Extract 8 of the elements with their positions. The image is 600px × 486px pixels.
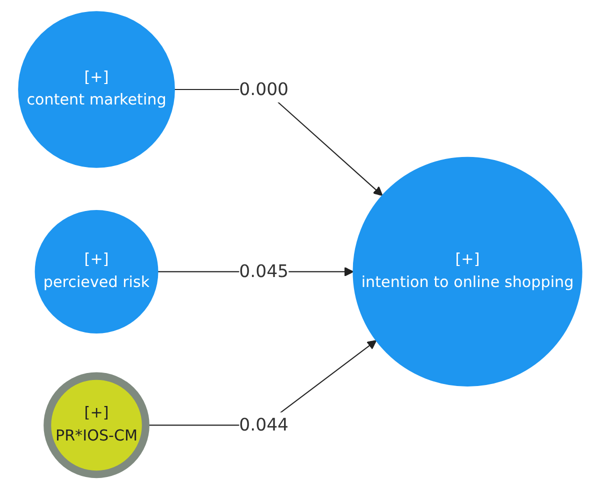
node-circle <box>352 156 582 387</box>
edge-label: 0.044 <box>238 414 288 435</box>
path-model-diagram: 0.000 0.045 0.044 [+] content marketing [+] percieved risk [+] intention to online shopping [+] PR*IOS-CM <box>10 3 590 483</box>
edge-label: 0.000 <box>238 78 288 100</box>
node-circle <box>34 210 158 334</box>
node-circle <box>43 372 150 478</box>
node-circle <box>18 11 175 168</box>
edge-label: 0.045 <box>238 260 288 282</box>
